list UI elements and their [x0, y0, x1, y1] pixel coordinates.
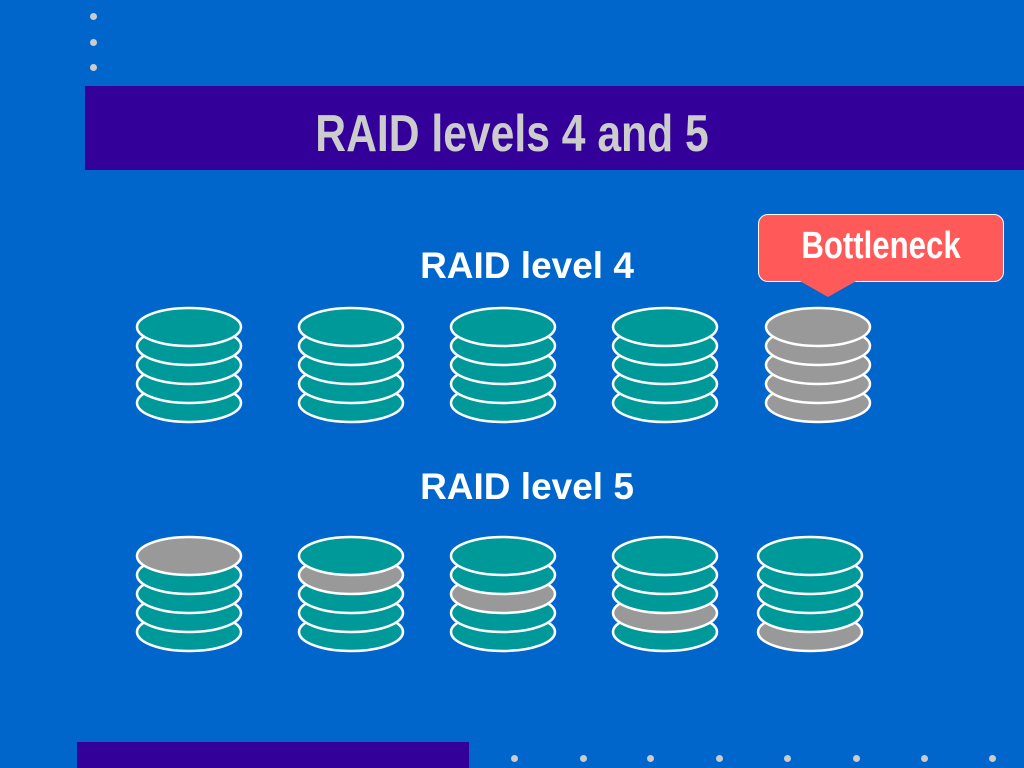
- raid4-disk-array: [135, 306, 872, 424]
- decorative-dot: [784, 755, 791, 762]
- decorative-dot: [921, 755, 928, 762]
- data-platter: [611, 535, 719, 577]
- decorative-dot: [511, 755, 518, 762]
- raid5-disk-array: [135, 535, 864, 653]
- parity-platter: [764, 306, 872, 348]
- data-platter: [297, 535, 405, 577]
- decorative-dot: [90, 13, 97, 20]
- data-platter: [449, 535, 557, 577]
- disk: [764, 306, 872, 424]
- footer-bar: [77, 742, 469, 768]
- disk: [135, 535, 243, 653]
- raid5-label: RAID level 5: [420, 466, 634, 507]
- data-platter: [135, 306, 243, 348]
- disk: [449, 535, 557, 653]
- title-bar: [85, 86, 1024, 170]
- callout-pointer: [798, 280, 858, 297]
- raid4-label: RAID level 4: [420, 245, 634, 286]
- bottleneck-callout-label: Bottleneck: [801, 225, 961, 267]
- data-platter: [449, 306, 557, 348]
- decorative-dot: [989, 755, 996, 762]
- disk: [297, 535, 405, 653]
- decorative-dot: [647, 755, 654, 762]
- data-platter: [611, 306, 719, 348]
- disk: [756, 535, 864, 653]
- disk: [611, 306, 719, 424]
- slide-title: RAID levels 4 and 5: [315, 105, 709, 163]
- disk: [135, 306, 243, 424]
- disk: [297, 306, 405, 424]
- decorative-dot: [90, 64, 97, 71]
- data-platter: [297, 306, 405, 348]
- disk: [449, 306, 557, 424]
- parity-platter: [135, 535, 243, 577]
- bottleneck-callout: Bottleneck: [758, 214, 1004, 282]
- decorative-dot: [90, 39, 97, 46]
- data-platter: [756, 535, 864, 577]
- decorative-dot: [853, 755, 860, 762]
- decorative-dot: [580, 755, 587, 762]
- disk: [611, 535, 719, 653]
- decorative-dot: [716, 755, 723, 762]
